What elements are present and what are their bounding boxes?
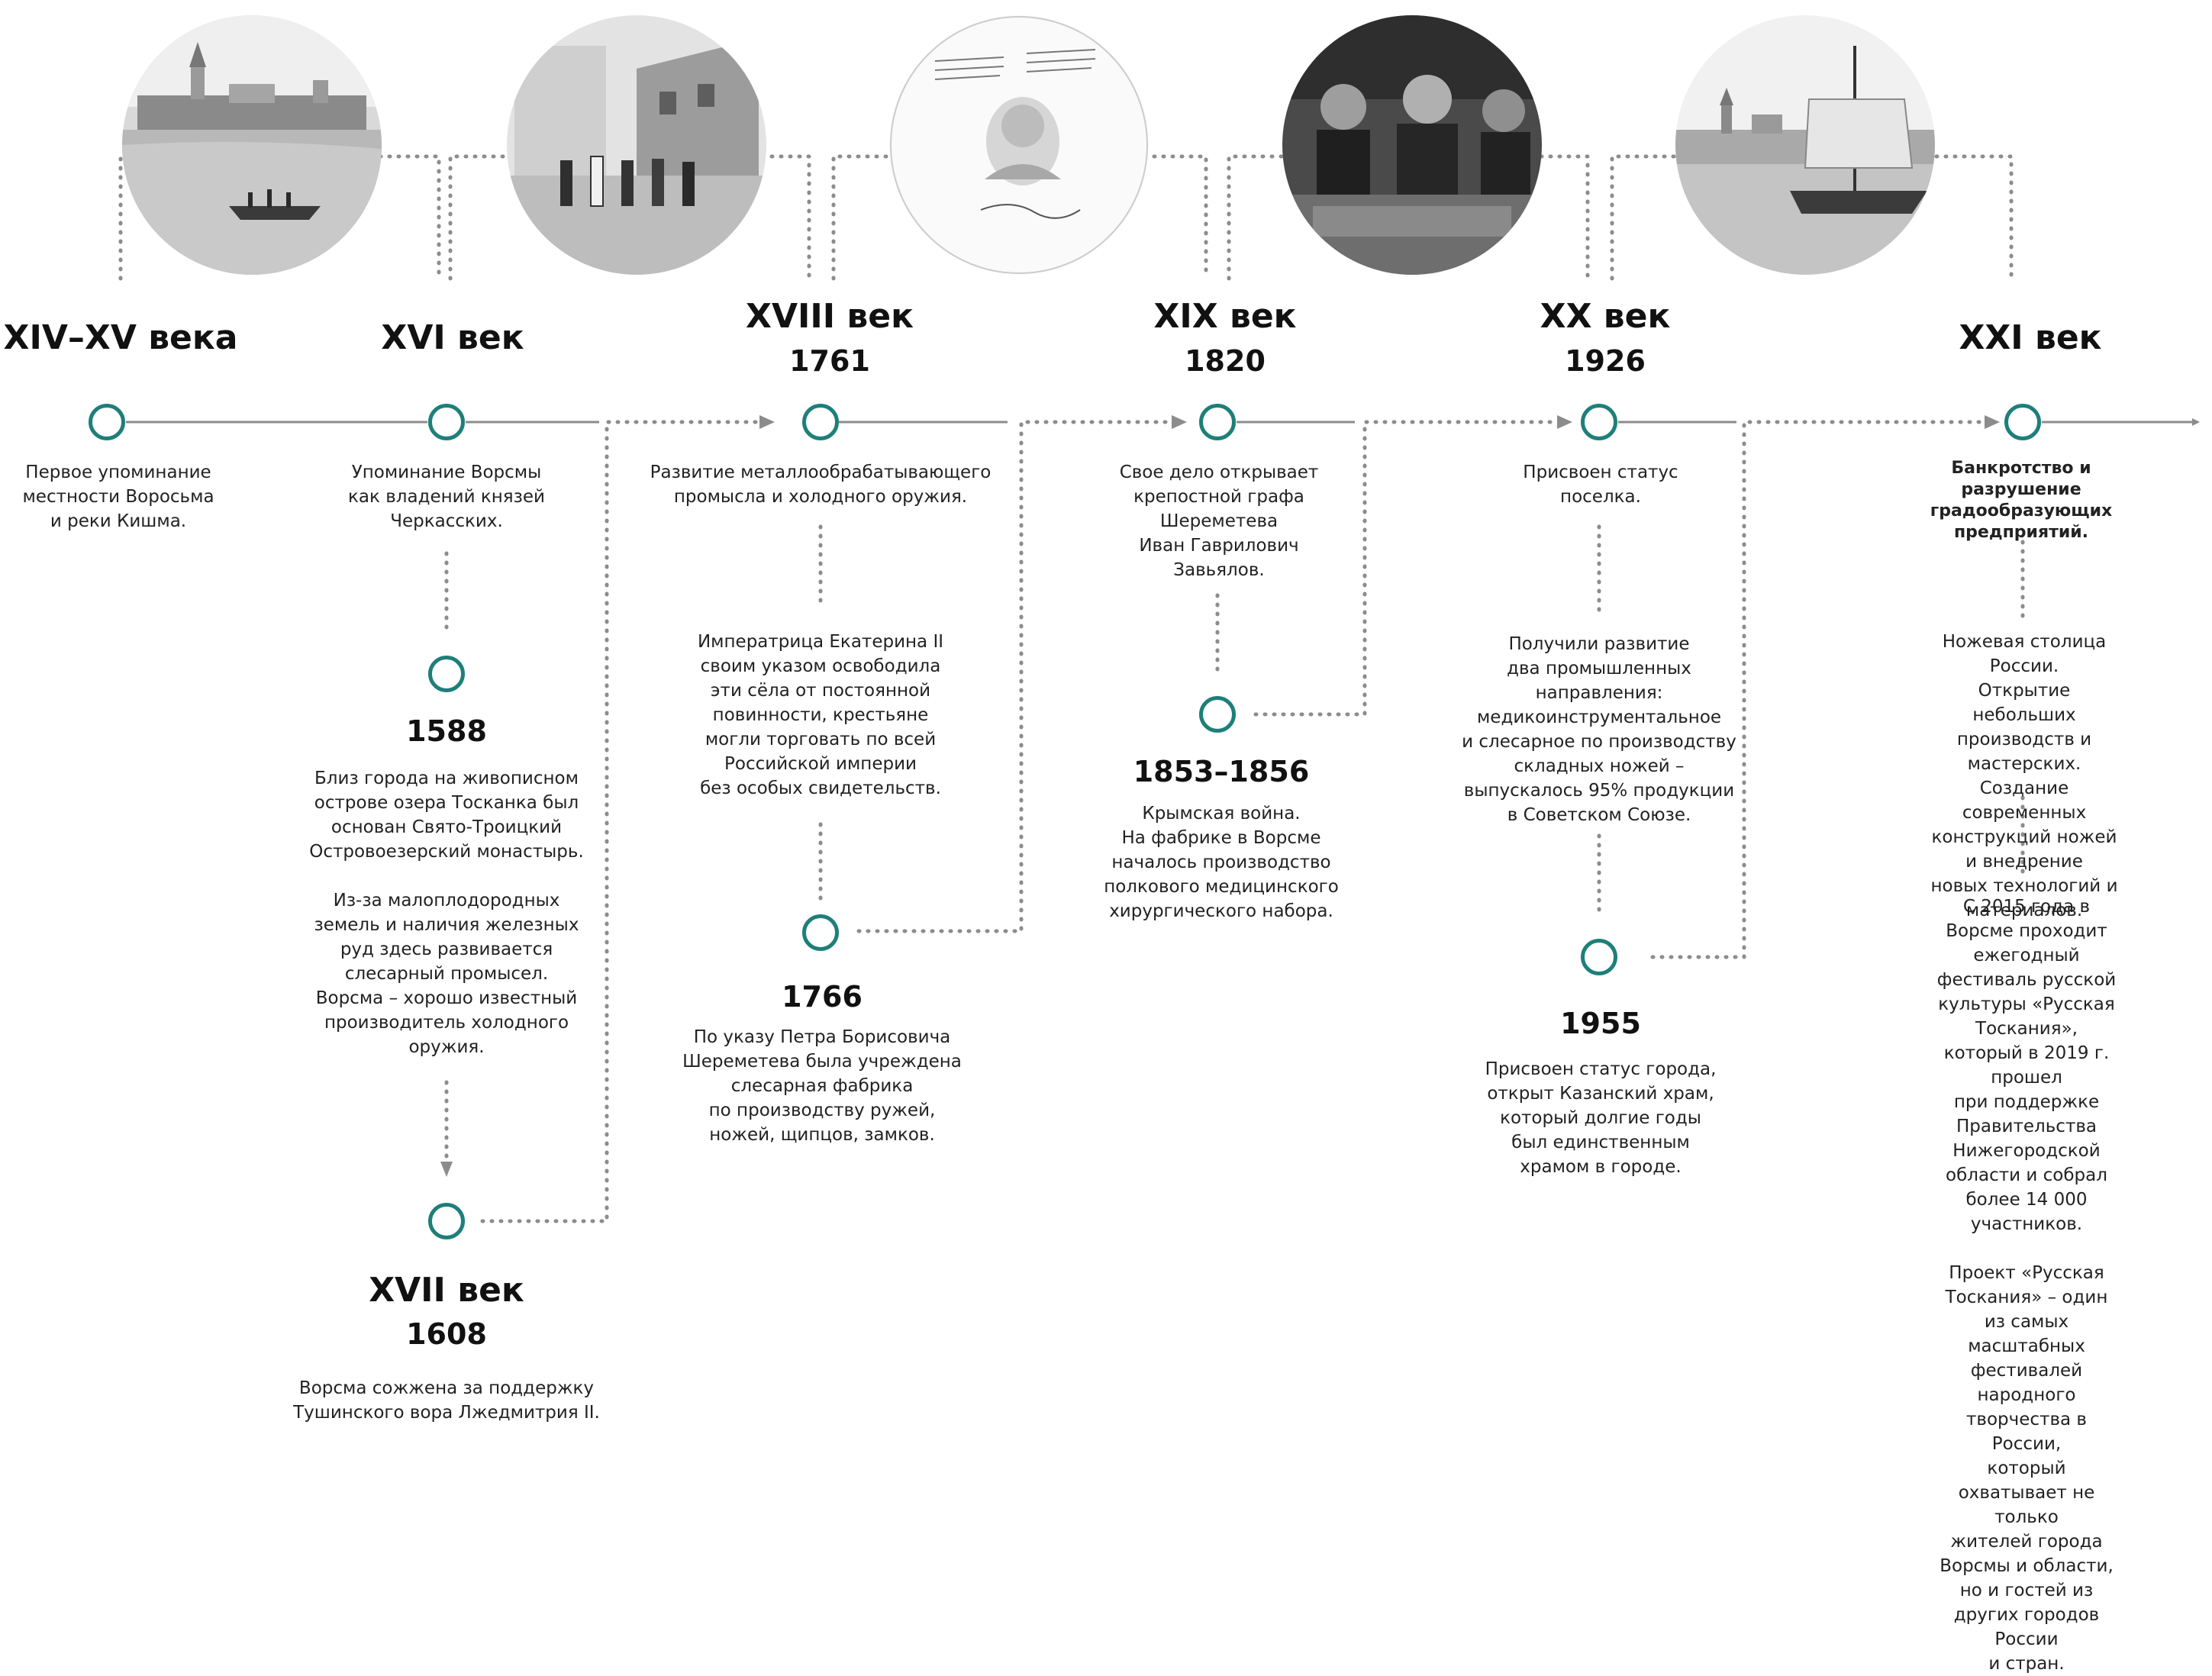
node-1820 [1199, 404, 1236, 440]
desc-catherine-decree: Императрица Екатерина II своим указом ос… [697, 632, 944, 798]
year-1853-1856: 1853–1856 [1133, 755, 1310, 788]
desc-festival: С 2015 года в Ворсме проходит ежегодный … [1936, 897, 2117, 1674]
photo-viking-boat [1675, 15, 1935, 275]
desc-industry: Получили развитие два промышленных напра… [1462, 634, 1736, 825]
photo-factory-workers [1282, 15, 1542, 275]
desc-14-15: Первое упоминание местности Воросьма и р… [22, 463, 214, 531]
node-14-15-century [89, 404, 125, 440]
node-1761 [802, 404, 839, 440]
node-21-century [2004, 404, 2041, 440]
year-1608: 1608 [406, 1317, 487, 1351]
era-heading-18: XVIII век [746, 297, 914, 336]
year-1820: 1820 [1185, 344, 1266, 378]
era-heading-19: XIX век [1153, 297, 1297, 336]
desc-1761: Развитие металлообрабатывающего промысла… [650, 463, 992, 507]
bracket-photo-5 [1610, 154, 2014, 281]
era-heading-17: XVII век [369, 1271, 524, 1310]
era-heading-20: XX век [1540, 297, 1671, 336]
node-1608 [428, 1203, 465, 1239]
bracket-photo-3 [831, 154, 1208, 281]
desc-1926: Присвоен статус поселка. [1523, 463, 1678, 507]
desc-bankruptcy: Банкротство и разрушение градообразующих… [1930, 459, 2113, 542]
desc-knife-capital: Ножевая столица России. Открытие небольш… [1930, 632, 2118, 920]
desc-1766: По указу Петра Борисовича Шереметева был… [682, 1027, 962, 1145]
year-1766: 1766 [782, 980, 863, 1014]
node-1926 [1581, 404, 1617, 440]
desc-1588: Близ города на живописном острове озера … [309, 769, 584, 1057]
era-heading-14-15: XIV–XV века [3, 318, 238, 357]
node-1853-1856 [1199, 696, 1236, 733]
timeline-canvas: XIV–XV века Первое упоминание местности … [3, 15, 2200, 1674]
year-1588: 1588 [406, 714, 487, 748]
photo-decree-portrait [889, 15, 1149, 275]
desc-1608: Ворсма сожжена за поддержку Тушинского в… [293, 1378, 600, 1423]
photo-monastery-lake [122, 15, 382, 275]
node-16-century [428, 404, 465, 440]
year-1955: 1955 [1560, 1007, 1641, 1040]
desc-1853-1856: Крымская война. На фабрике в Ворсме нача… [1104, 804, 1339, 921]
photo-street-crowd [507, 15, 766, 275]
node-1766 [802, 914, 839, 951]
year-1761: 1761 [789, 344, 870, 378]
bracket-photo-4 [1227, 154, 1590, 281]
node-1588 [428, 656, 465, 692]
node-1955 [1581, 939, 1617, 975]
year-1926: 1926 [1565, 344, 1646, 378]
desc-1820: Свое дело открывает крепостной графа Шер… [1119, 463, 1319, 580]
era-heading-21: XXI век [1959, 318, 2102, 357]
era-heading-16: XVI век [381, 318, 524, 357]
desc-1955: Присвоен статус города, открыт Казанский… [1485, 1059, 1717, 1177]
desc-16: Упоминание Ворсмы как владений князей Че… [348, 463, 545, 531]
